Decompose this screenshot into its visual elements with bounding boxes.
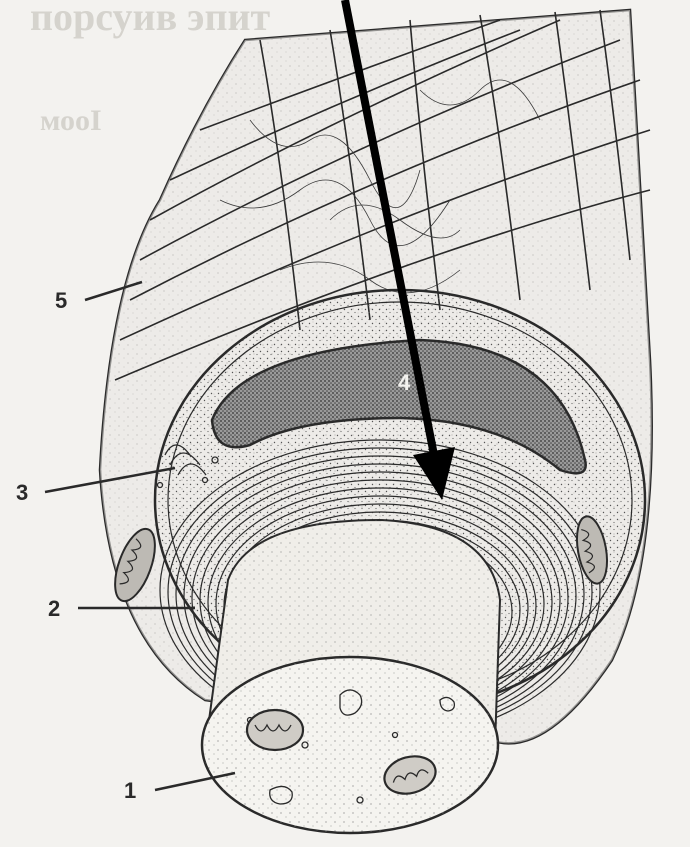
label-4: 4 <box>398 370 411 395</box>
label-1: 1 <box>124 778 136 803</box>
label-5: 5 <box>55 288 67 313</box>
bleed-through-subheading: мооІ <box>40 104 102 137</box>
axon-mitochondrion-left <box>247 710 303 750</box>
axon-cross-section <box>202 657 498 833</box>
bleed-through-heading: порсуив эпит <box>30 0 271 39</box>
label-3: 3 <box>16 480 28 505</box>
label-2: 2 <box>48 596 60 621</box>
